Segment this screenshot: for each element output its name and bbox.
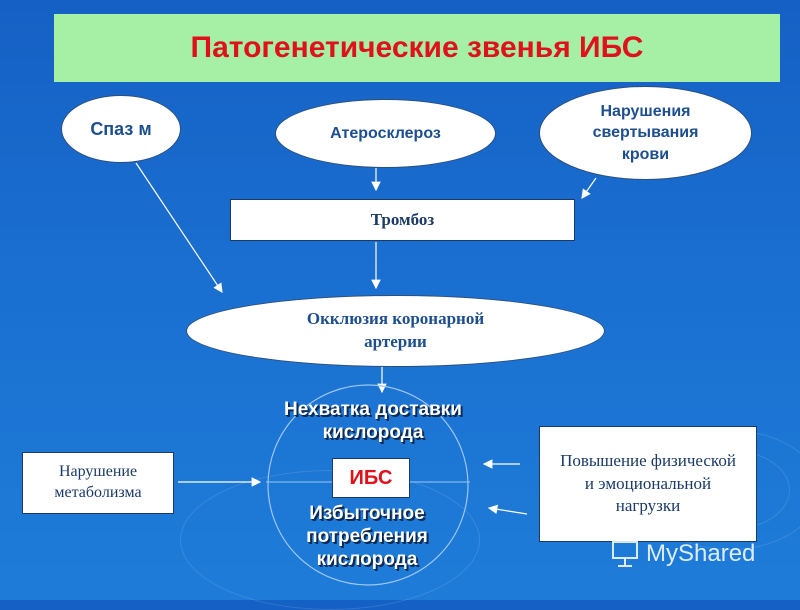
- node-coagulation-label: Нарушения свертывания крови: [592, 102, 699, 163]
- node-atherosclerosis: Атеросклероз: [275, 99, 496, 168]
- title-banner: Патогенетические звенья ИБС: [54, 14, 780, 82]
- node-coagulation: Нарушения свертывания крови: [539, 86, 752, 180]
- watermark: MyShared: [610, 540, 755, 568]
- oxygen-supply-label: Нехватка доставки кислорода: [258, 399, 488, 445]
- node-load-label: Повышение физической и эмоциональной наг…: [560, 450, 736, 516]
- node-spasm-label: Спаз м: [90, 118, 152, 139]
- ibs-label: ИБС: [349, 466, 393, 489]
- ibs-balance-circle: [267, 384, 469, 586]
- page-title: Патогенетические звенья ИБС: [190, 31, 644, 64]
- watermark-text: MyShared: [646, 540, 756, 567]
- presentation-icon: [612, 541, 638, 567]
- oxygen-supply-text: Нехватка доставки кислорода: [284, 399, 462, 443]
- arrow-spasm-to-occlusion: [135, 162, 223, 293]
- node-occlusion: Окклюзия коронарной артерии: [186, 295, 605, 367]
- node-load: Повышение физической и эмоциональной наг…: [539, 426, 757, 542]
- node-spasm: Спаз м: [61, 95, 181, 163]
- oxygen-demand-text: Избыточное потребления кислорода: [306, 503, 428, 570]
- node-metabolism-label: Нарушение метаболизма: [54, 463, 142, 501]
- node-thrombosis-label: Тромбоз: [370, 210, 435, 229]
- oxygen-demand-label: Избыточное потребления кислорода: [272, 503, 462, 571]
- node-atherosclerosis-label: Атеросклероз: [330, 124, 441, 142]
- node-metabolism: Нарушение метаболизма: [22, 452, 174, 514]
- ibs-box: ИБС: [332, 458, 410, 498]
- arrow-coagulation-to-thrombosis: [581, 177, 597, 199]
- node-thrombosis: Тромбоз: [230, 199, 575, 241]
- node-occlusion-label: Окклюзия коронарной артерии: [306, 309, 485, 351]
- arrow-load-to-ibs-2: [487, 504, 528, 515]
